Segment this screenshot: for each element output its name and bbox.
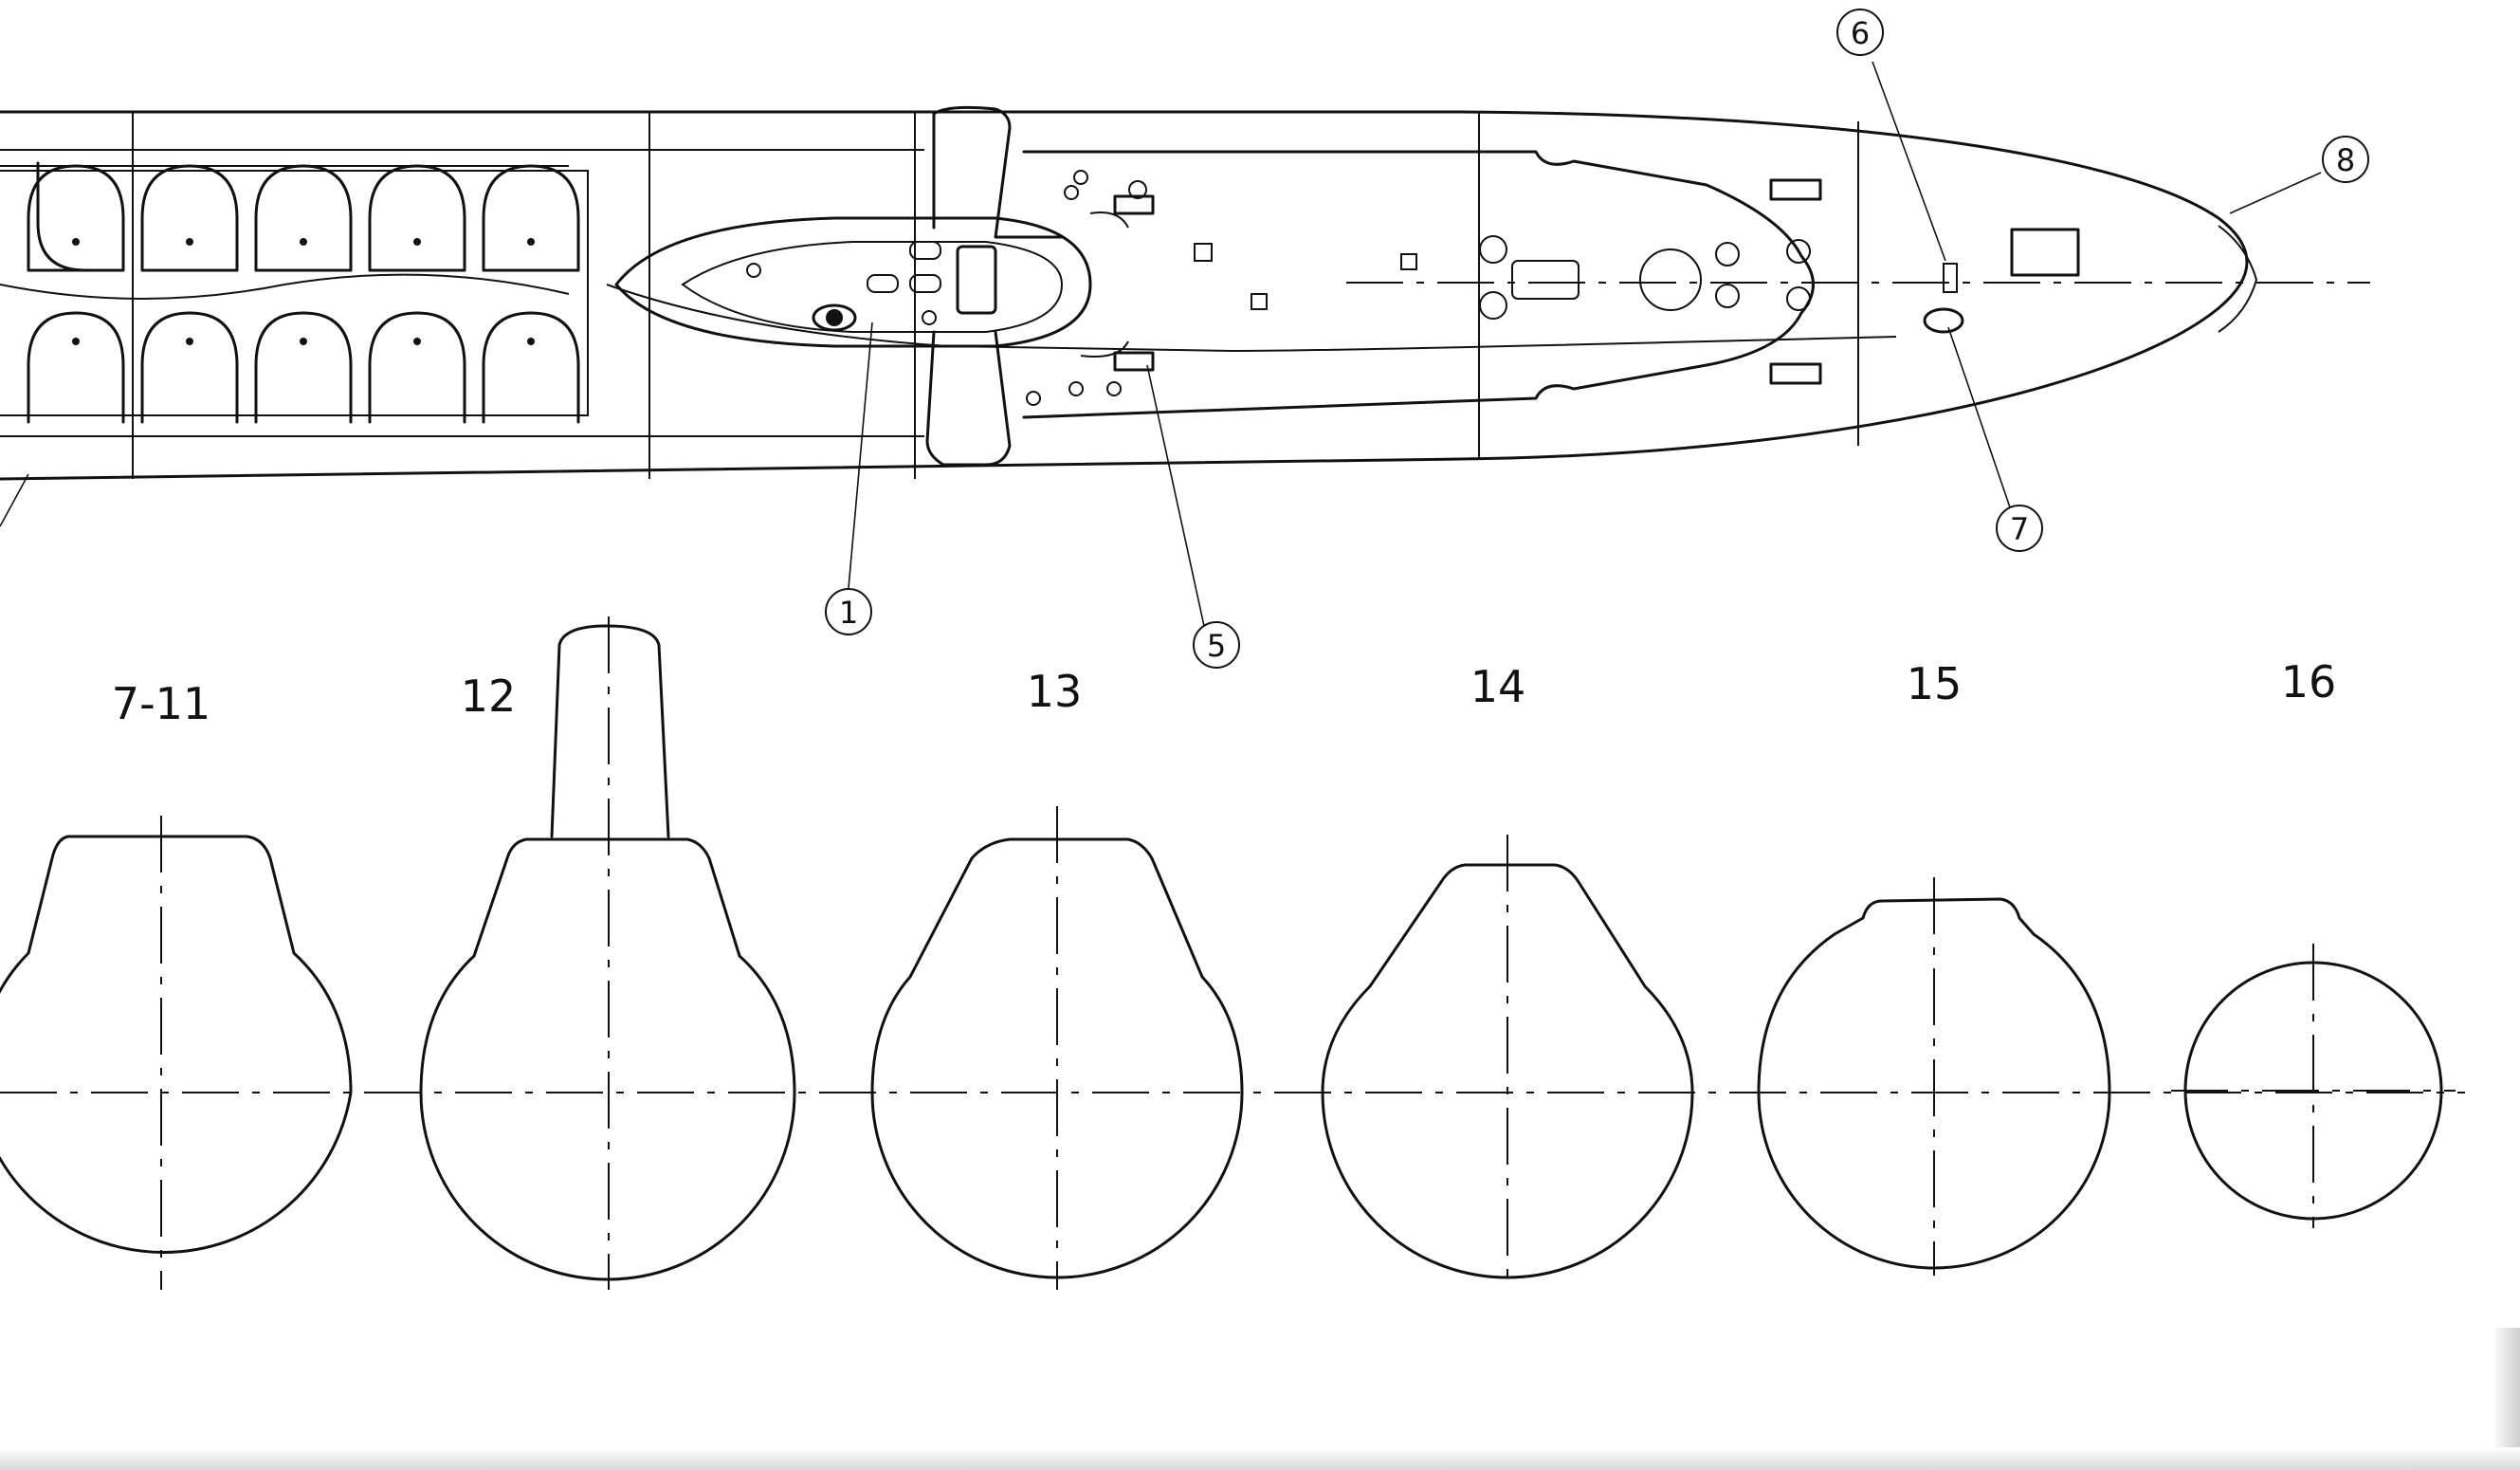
- missile-tube-row-top: [0, 161, 580, 272]
- sail: [606, 105, 1897, 467]
- svg-text:7: 7: [2010, 511, 2029, 547]
- section-label-14: 14: [1470, 661, 1526, 712]
- page-edge-shadow-bottom: [0, 1447, 2520, 1470]
- callout-1: 1: [825, 588, 872, 635]
- hull-outline: [0, 110, 2249, 481]
- section-14: 14: [1321, 661, 1694, 1290]
- section-label-7-11: 7-11: [112, 678, 210, 729]
- section-15: 15: [1757, 658, 2111, 1276]
- section-13: 13: [870, 666, 1244, 1290]
- section-7-11: 7-11: [0, 678, 353, 1290]
- section-12: 12: [419, 616, 796, 1290]
- section-label-12: 12: [461, 671, 517, 722]
- section-label-15: 15: [1907, 658, 1963, 709]
- svg-text:6: 6: [1851, 15, 1870, 51]
- hull-plan-view: 1 5 6 7 8: [0, 9, 2370, 669]
- svg-text:5: 5: [1207, 628, 1226, 664]
- deck-casing: [1022, 150, 1815, 419]
- svg-text:1: 1: [839, 595, 858, 631]
- svg-text:8: 8: [2336, 142, 2355, 178]
- callout-8: 8: [2322, 136, 2369, 183]
- sail-outline: [614, 216, 1092, 348]
- section-label-13: 13: [1027, 666, 1083, 717]
- page-edge-shadow-right: [2492, 1328, 2520, 1470]
- fairwater-plane: [925, 105, 1064, 467]
- callout-6: 6: [1836, 9, 1884, 56]
- callout-7: 7: [1996, 505, 2043, 552]
- callout-5: 5: [1193, 621, 1240, 669]
- section-label-16: 16: [2281, 656, 2337, 707]
- missile-tube-row-bottom: [0, 273, 580, 424]
- forward-deck: [1022, 150, 2258, 419]
- section-16: 16: [2171, 656, 2456, 1228]
- cross-sections: 7-11 12 13 14 15: [0, 616, 2465, 1290]
